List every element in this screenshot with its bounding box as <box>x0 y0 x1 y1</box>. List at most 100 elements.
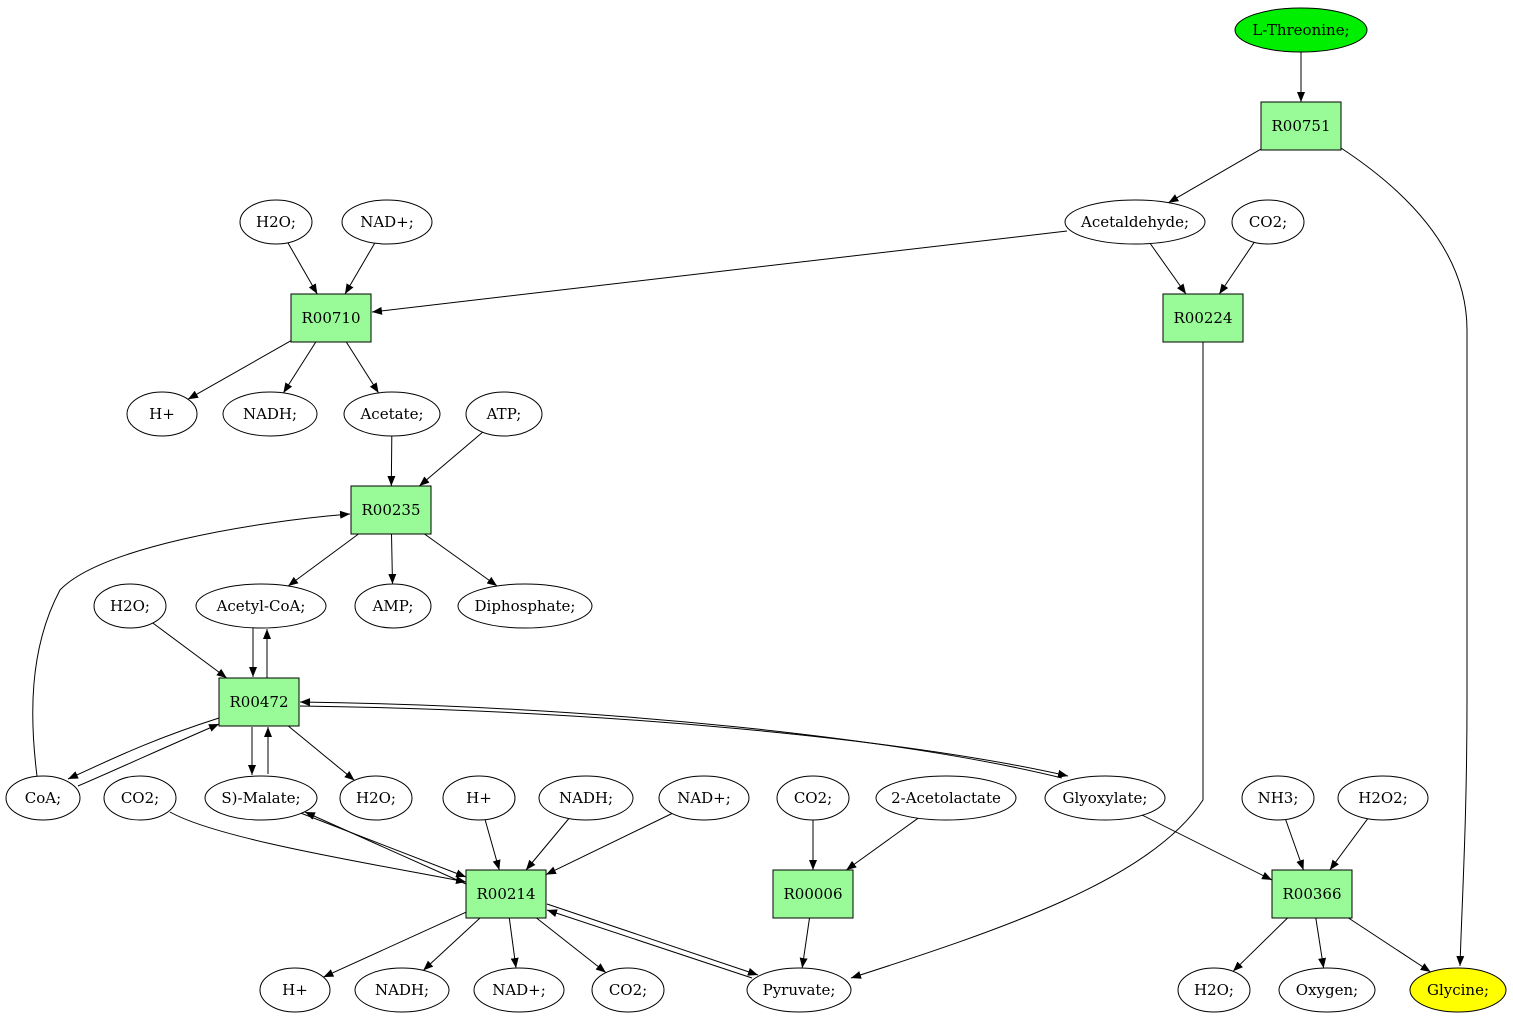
edge-h2o_top-to-R00710 <box>287 242 318 295</box>
edge-coa-to-R00235 <box>32 510 351 777</box>
metabolite-ellipse <box>538 775 634 821</box>
node-label: Glycine; <box>1427 981 1489 999</box>
metabolite-ellipse <box>591 967 665 1013</box>
metabolite-node-threonine: L-Threonine; <box>1234 7 1368 53</box>
node-label: R00235 <box>361 501 420 519</box>
node-label: NAD+; <box>360 213 414 231</box>
reaction-box <box>290 293 372 343</box>
metabolite-node-hplus_3: H+ <box>259 967 331 1013</box>
edge-co2_top-to-R00224 <box>1218 242 1255 295</box>
node-label: L-Threonine; <box>1252 21 1349 39</box>
reaction-box <box>465 869 547 919</box>
metabolite-node-nad_top: NAD+; <box>341 199 433 245</box>
metabolite-node-nad_3: NAD+; <box>473 967 565 1013</box>
node-label: S)-Malate; <box>221 789 300 807</box>
metabolite-ellipse <box>1177 967 1251 1013</box>
edge-co2_left-to-R00214 <box>169 811 467 884</box>
metabolite-node-co2_bot: CO2; <box>591 967 665 1013</box>
node-label: NADH; <box>375 981 429 999</box>
metabolite-ellipse <box>93 583 167 629</box>
node-label: R00710 <box>301 309 360 327</box>
metabolite-ellipse <box>1278 967 1376 1013</box>
metabolite-ellipse <box>1241 775 1315 821</box>
node-label: Acetaldehyde; <box>1080 213 1189 231</box>
edge-malate-to-R00214 <box>297 811 467 878</box>
metabolite-node-coa: CoA; <box>5 775 81 821</box>
metabolite-node-pyruvate: Pyruvate; <box>746 967 852 1013</box>
node-label: CO2; <box>121 789 159 807</box>
edge-R00214-to-nad_3 <box>508 917 519 969</box>
metabolite-ellipse <box>103 775 177 821</box>
metabolite-ellipse <box>465 391 543 437</box>
node-label: R00751 <box>1271 117 1330 135</box>
metabolite-node-h2o_bot: H2O; <box>1177 967 1251 1013</box>
edge-nadh_2-to-R00214 <box>525 818 570 871</box>
edge-nh3-to-R00366 <box>1285 819 1304 871</box>
metabolite-node-co2_top: CO2; <box>1231 199 1305 245</box>
metabolite-ellipse <box>354 967 450 1013</box>
edge-nad_top-to-R00710 <box>344 242 376 295</box>
node-label: NAD+; <box>492 981 546 999</box>
metabolite-ellipse <box>1231 199 1305 245</box>
edge-R00710-to-hplus_1 <box>187 340 292 400</box>
edge-R00214-to-nadh_3 <box>422 917 481 971</box>
edge-R00710-to-acetate <box>345 341 380 394</box>
metabolite-ellipse <box>339 775 413 821</box>
node-label: H2O; <box>110 597 150 615</box>
metabolite-ellipse <box>457 583 593 629</box>
node-label: H+ <box>466 789 492 807</box>
edge-R00214-to-co2_bot <box>536 917 607 973</box>
metabolite-node-nh3: NH3; <box>1241 775 1315 821</box>
metabolite-node-h2o2: H2O2; <box>1337 775 1429 821</box>
node-label: H2O2; <box>1358 789 1408 807</box>
node-label: Glyoxylate; <box>1063 789 1148 807</box>
node-label: CO2; <box>794 789 832 807</box>
node-label: Pyruvate; <box>763 981 836 999</box>
metabolite-ellipse <box>442 775 516 821</box>
edge-acetaldehyde-to-R00224 <box>1149 243 1187 295</box>
metabolite-node-h2o_r472: H2O; <box>339 775 413 821</box>
edge-R00751-to-glycine <box>1340 147 1468 967</box>
edge-nad_2-to-R00214 <box>545 813 673 876</box>
metabolite-node-acetaldehyde: Acetaldehyde; <box>1064 199 1206 245</box>
metabolite-ellipse <box>658 775 750 821</box>
node-label: NAD+; <box>677 789 731 807</box>
metabolite-node-diphosphate: Diphosphate; <box>457 583 593 629</box>
metabolite-node-h2o_top: H2O; <box>239 199 313 245</box>
node-label: NADH; <box>243 405 297 423</box>
metabolite-node-co2_mid: CO2; <box>776 775 850 821</box>
edge-R00235-to-diphosphate <box>424 533 498 587</box>
node-label: 2-Acetolactate <box>891 789 1001 807</box>
edge-R00224-to-pyruvate <box>850 342 1204 979</box>
edge-coa-to-R00472 <box>77 723 220 787</box>
node-label: NADH; <box>559 789 613 807</box>
edge-h2o2-to-R00366 <box>1329 818 1369 871</box>
reaction-node-R00214: R00214 <box>465 869 547 919</box>
reaction-box <box>350 485 432 535</box>
reaction-box <box>218 677 300 727</box>
edge-R00366-to-h2o_bot <box>1232 917 1288 972</box>
node-label: R00006 <box>783 885 842 903</box>
edge-glyoxylate-to-R00472 <box>299 698 1063 779</box>
edge-R00751-to-acetaldehyde <box>1168 148 1262 204</box>
node-label: H2O; <box>356 789 396 807</box>
metabolite-node-hplus_1: H+ <box>126 391 198 437</box>
metabolite-ellipse <box>126 391 198 437</box>
metabolite-node-glyoxylate: Glyoxylate; <box>1044 775 1166 821</box>
metabolite-ellipse <box>1044 775 1166 821</box>
metabolite-ellipse <box>1409 967 1507 1013</box>
reaction-node-R00224: R00224 <box>1162 293 1244 343</box>
edge-hplus_2-to-R00214 <box>484 819 501 871</box>
metabolite-ellipse <box>473 967 565 1013</box>
metabolite-ellipse <box>1234 7 1368 53</box>
edge-acetolactate-to-R00006 <box>846 817 919 871</box>
node-label: H2O; <box>1194 981 1234 999</box>
metabolite-ellipse <box>875 775 1017 821</box>
node-label: Acetate; <box>359 405 423 423</box>
reaction-node-R00366: R00366 <box>1271 869 1353 919</box>
edge-acetate-to-R00235 <box>387 435 396 487</box>
metabolite-node-co2_left: CO2; <box>103 775 177 821</box>
node-label: H+ <box>282 981 308 999</box>
reaction-node-R00235: R00235 <box>350 485 432 535</box>
node-label: H+ <box>149 405 175 423</box>
